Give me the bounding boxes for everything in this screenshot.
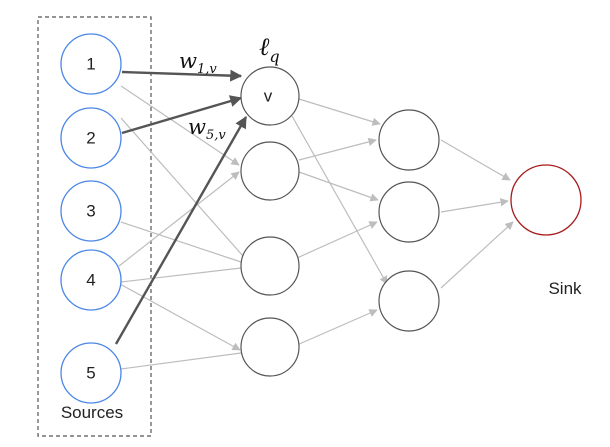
weight-5-base: w	[188, 115, 206, 139]
source-label-4: 4	[86, 271, 95, 290]
weight-5-sub: 5,v	[206, 128, 226, 143]
edge-4-h2	[118, 171, 240, 267]
source-nodes	[60, 33, 122, 404]
sink-label: Sink	[548, 279, 582, 298]
sink-node	[510, 164, 582, 236]
edge-5-h4	[120, 352, 242, 370]
source-label-3: 3	[86, 202, 95, 221]
edge-m2-sink	[440, 198, 509, 213]
hidden-node-4	[240, 317, 300, 377]
node-v	[240, 66, 300, 126]
middle-node-2	[378, 181, 440, 243]
sources-box	[37, 16, 152, 437]
source-label-1: 1	[86, 55, 95, 74]
edge-h2-m2	[298, 171, 379, 202]
source-node-4	[60, 249, 122, 311]
edge-2-v	[121, 95, 243, 135]
source-label-2: 2	[86, 129, 95, 148]
hidden-node-2	[240, 141, 300, 201]
hidden-node-3	[240, 236, 300, 296]
highlighted-edges	[114, 69, 248, 345]
edge-3-h3	[120, 221, 242, 263]
weight-label-1: w1,v	[179, 49, 217, 77]
edge-h4-m3	[296, 309, 378, 346]
edge-m3-sink	[440, 221, 514, 289]
edge-h3-m2	[296, 221, 378, 259]
source-node-5	[60, 342, 122, 404]
weight-1-sub: 1,v	[197, 62, 217, 77]
middle-node-1	[378, 109, 440, 171]
weight-1-base: w	[179, 49, 197, 73]
source-label-5: 5	[86, 364, 95, 383]
edge-1-h2	[120, 85, 240, 166]
source-node-3	[60, 180, 122, 242]
edge-m1-sink	[440, 139, 511, 181]
layer-label-sub: q	[269, 47, 279, 66]
source-node-1	[60, 33, 122, 95]
sources-label: Sources	[61, 403, 123, 422]
edge-2-h3	[120, 117, 244, 257]
node-v-label: v	[264, 87, 273, 106]
edge-h2-m1	[298, 137, 377, 161]
edge-1-v	[121, 69, 243, 82]
edge-v-m3	[291, 115, 388, 285]
layer-label-base: ℓ	[259, 32, 270, 61]
hidden-nodes	[240, 66, 440, 377]
edge-5-v	[114, 115, 248, 345]
edge-v-m1	[298, 98, 381, 126]
source-node-2	[60, 107, 122, 169]
source-labels: 1 2 3 4 5	[86, 55, 95, 383]
edge-4-h3	[120, 267, 242, 283]
middle-node-3	[378, 270, 440, 332]
edges	[118, 85, 514, 370]
edge-4-h4	[119, 283, 241, 351]
layer-label: ℓq	[259, 32, 280, 66]
weight-label-5: w5,v	[188, 115, 226, 143]
